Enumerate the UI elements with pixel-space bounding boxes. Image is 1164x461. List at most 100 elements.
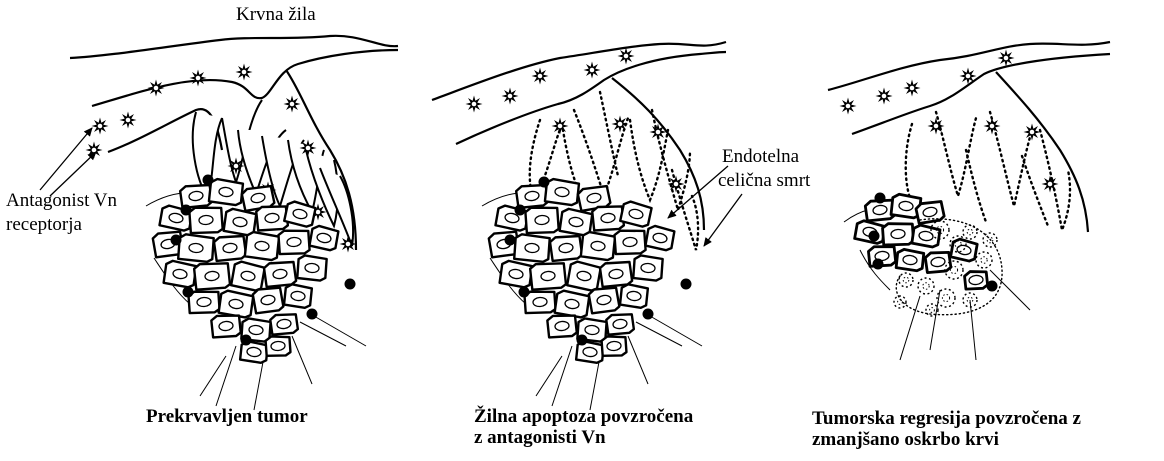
antagonist-star-core xyxy=(882,94,887,99)
tumor-cell-body xyxy=(912,224,941,247)
dissolving-capillary xyxy=(600,92,618,176)
antagonist-star-core xyxy=(538,74,543,79)
tumor-cell-icon xyxy=(530,261,567,290)
apoptotic-cell-icon xyxy=(899,273,913,287)
tumor-cell-icon xyxy=(549,234,582,262)
tumor-cell-icon xyxy=(645,225,674,251)
blood-vessel-wall-middle xyxy=(92,50,398,106)
antagonist-star-core xyxy=(306,146,311,151)
tumor-cell-body xyxy=(915,200,945,225)
tumor-cell-icon xyxy=(606,312,635,335)
fibroblast-strand xyxy=(650,316,702,346)
antagonist-star-core xyxy=(290,102,295,107)
antagonist-star-core xyxy=(934,124,939,129)
tumor-cell-icon xyxy=(514,234,550,262)
tumor-cell-body xyxy=(189,206,223,234)
tumor-cell-icon xyxy=(194,261,231,290)
antagonist-star-core xyxy=(590,68,595,73)
tumor-cell-icon xyxy=(633,255,663,281)
tumor-cell-icon xyxy=(278,229,310,255)
antagonist-star-core xyxy=(558,124,563,129)
blood-cell-dot xyxy=(241,335,252,346)
antagonist-star-core xyxy=(624,54,629,59)
tumor-cell-icon xyxy=(925,250,952,273)
tumor-cell-body xyxy=(194,261,231,290)
fibroblast-strand xyxy=(900,296,920,360)
antagonist-star-core xyxy=(656,130,661,135)
tumor-cell-icon xyxy=(256,204,288,231)
tumor-cell-icon xyxy=(912,224,941,247)
fibroblast-strand xyxy=(216,346,236,406)
fibroblast-strand xyxy=(292,336,312,384)
tumor-cell-body xyxy=(163,260,196,288)
tumor-cell-body xyxy=(231,261,265,292)
tumor-cell-icon xyxy=(309,225,338,251)
antagonist-star-core xyxy=(196,76,201,81)
tumor-cell-icon xyxy=(614,229,646,255)
fibroblast-strand xyxy=(200,356,226,396)
antagonist-star-core xyxy=(126,118,131,123)
fibroblast-strand xyxy=(970,300,976,360)
tumor-cell-body xyxy=(620,284,648,309)
dissolving-capillary xyxy=(906,124,912,198)
caption-1-line-1: Prekrvavljen tumor xyxy=(146,406,308,427)
apoptotic-cell-icon xyxy=(918,278,934,294)
tumor-cell-icon xyxy=(499,260,532,288)
blood-cell-dot xyxy=(307,309,318,320)
caption-3-line-2: zmanjšano oskrbo krvi xyxy=(812,429,1081,450)
tumor-cell-icon xyxy=(284,284,312,309)
tumor-cell-body xyxy=(218,290,253,318)
tumor-cell-icon xyxy=(189,206,223,234)
tumor-cell-body xyxy=(525,206,559,234)
caption-panel-2: Žilna apoptoza povzročena z antagonisti … xyxy=(474,406,693,448)
tumor-cell-body xyxy=(854,220,885,245)
tumor-cell-body xyxy=(270,312,299,335)
tumor-cell-body xyxy=(297,255,327,281)
fibroblast-strand xyxy=(636,322,682,346)
tumor-cell-body xyxy=(896,249,924,272)
blood-cell-dot xyxy=(203,175,214,186)
antagonist-star-core xyxy=(98,124,103,129)
tumor-cell-icon xyxy=(231,261,265,292)
dissolving-capillary xyxy=(1040,130,1070,230)
caption-2-line-2: z antagonisti Vn xyxy=(474,427,693,448)
antagonist-star-core xyxy=(990,124,995,129)
fibroblast-strand xyxy=(628,336,648,384)
caption-panel-3: Tumorska regresija povzročena z zmanjšan… xyxy=(812,408,1081,450)
tumor-cell-icon xyxy=(592,204,624,231)
label-endothelial-line2: celična smrt xyxy=(718,170,810,192)
tumor-cell-icon xyxy=(245,231,280,260)
tumor-cell-body xyxy=(545,178,579,205)
tumor-cell-body xyxy=(265,335,290,357)
blood-cell-dot xyxy=(171,235,182,246)
tumor-cell-body xyxy=(256,204,288,231)
panel-vascular-apoptosis xyxy=(432,42,726,410)
tumor-cell-body xyxy=(645,225,674,251)
tumor-cell-icon xyxy=(896,249,924,272)
fibroblast-strand xyxy=(300,322,346,346)
blood-vessel-wall-middle xyxy=(852,54,1110,134)
tumor-cell-icon xyxy=(854,220,885,245)
tumor-cell-body xyxy=(178,234,214,262)
tumor-cell-body xyxy=(882,222,913,246)
tumor-cell-body xyxy=(530,261,567,290)
blood-cell-dot xyxy=(577,335,588,346)
tumor-cell-body xyxy=(252,286,284,314)
arrow-endothelial-lower xyxy=(704,194,742,246)
caption-3-line-1: Tumorska regresija povzročena z xyxy=(812,408,1081,429)
antagonist-star-core xyxy=(242,70,247,75)
tumor-cell-icon xyxy=(547,314,577,339)
dissolving-capillary xyxy=(936,112,976,196)
tumor-cell-icon xyxy=(178,234,214,262)
apoptotic-cell-core xyxy=(942,294,949,301)
label-antagonist-line1: Antagonist Vn xyxy=(6,190,117,212)
panel-vascularized-tumor xyxy=(70,36,398,410)
annotation-arrows xyxy=(40,128,742,246)
tumor-cell-icon xyxy=(297,255,327,281)
tumor-cell-body xyxy=(614,229,646,255)
tumor-cell-icon xyxy=(211,314,241,339)
label-blood-vessel: Krvna žila xyxy=(236,4,316,26)
tumor-cell-body xyxy=(211,314,241,339)
tumor-cell-body xyxy=(549,234,582,262)
